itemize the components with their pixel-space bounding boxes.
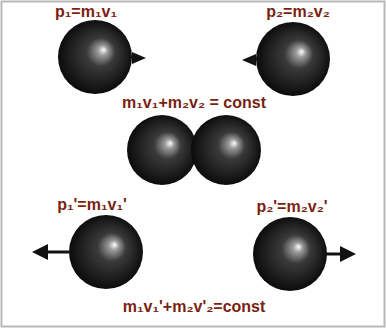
momentum-label: p₂=m₂v₂	[266, 3, 330, 21]
arrowhead	[32, 244, 48, 260]
ball	[58, 20, 132, 94]
arrow-shaft	[327, 253, 340, 256]
momentum-label: p₁=m₁v₁	[55, 3, 117, 21]
ball	[256, 22, 330, 96]
arrowhead	[132, 52, 146, 64]
momentum-label: p₂'=m₂v₂'	[256, 198, 327, 216]
arrow-shaft	[48, 251, 69, 254]
conservation-equation: m₁v₁'+m₂v'₂=const	[123, 298, 266, 316]
ball	[127, 115, 197, 185]
ball	[253, 217, 327, 291]
ball	[191, 115, 261, 185]
ball	[69, 215, 143, 289]
conservation-equation: m₁v₁+m₂v₂ = const	[122, 94, 266, 112]
arrowhead	[242, 54, 256, 66]
arrowhead	[340, 246, 356, 262]
momentum-label: p₁'=m₁v₁'	[57, 196, 127, 214]
